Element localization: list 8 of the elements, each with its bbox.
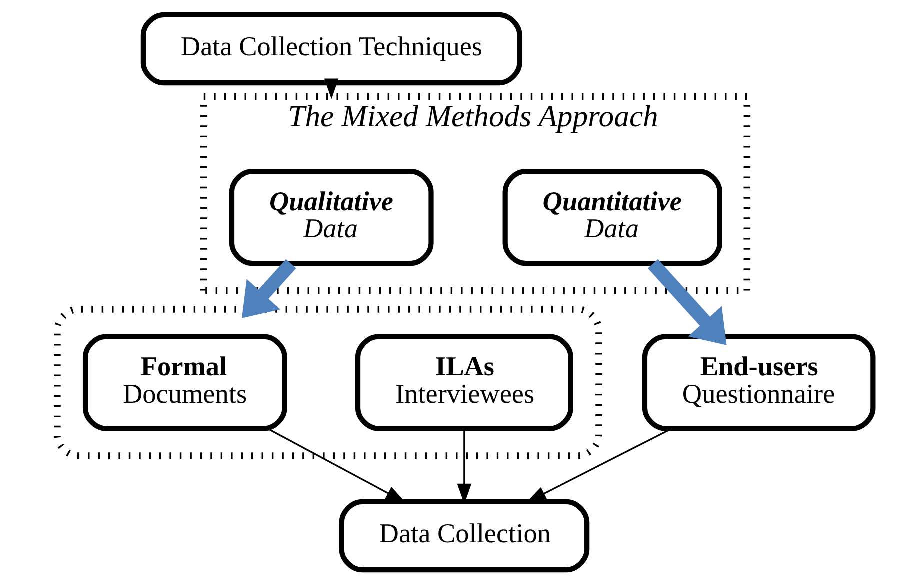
- cluster: [54, 306, 602, 460]
- node-box: Quantitative Data: [502, 169, 722, 266]
- node-box: Formal Documents: [82, 334, 287, 432]
- node-box: ILAs Interviewees: [354, 334, 573, 432]
- node-box: Data Collection: [338, 499, 590, 573]
- arrow: [324, 78, 338, 100]
- node-box: End-users Questionnaire: [642, 334, 876, 432]
- node-box: Qualitative Data: [228, 169, 434, 266]
